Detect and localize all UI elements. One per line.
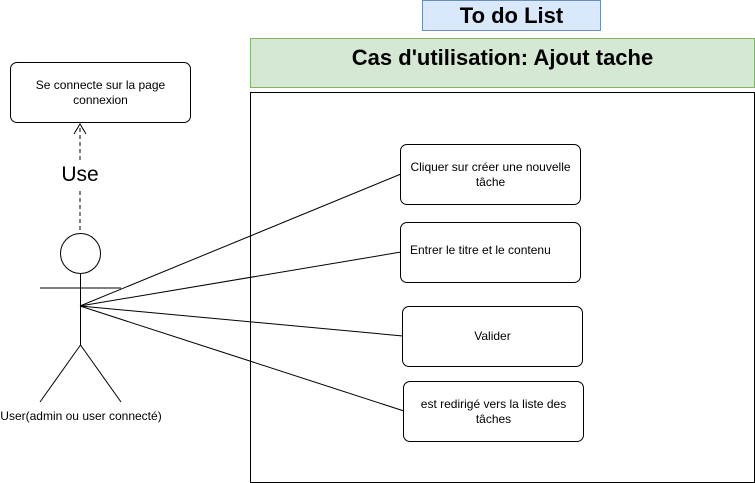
- use-case-redirect-text: est redirigé vers la liste des tâches: [420, 396, 567, 426]
- actor-right-leg: [80, 344, 122, 403]
- association-line-3: [79, 305, 404, 337]
- use-case-login-text: Se connecte sur la page connexion: [35, 77, 166, 107]
- use-relation-label: Use: [55, 162, 105, 188]
- use-case-create-task-text: Cliquer sur créer une nouvelle tâche: [410, 159, 571, 189]
- diagram-title: To do List: [422, 0, 601, 31]
- use-case-login: Se connecte sur la page connexion: [10, 62, 191, 123]
- actor-label-text: User(admin ou user connecté): [0, 409, 162, 423]
- use-case-title-text: Cas d'utilisation: Ajout tache: [351, 45, 654, 70]
- use-case-title: Cas d'utilisation: Ajout tache: [250, 38, 755, 88]
- use-case-enter-title-text: Entrer le titre et le contenu: [410, 243, 551, 257]
- actor-left-leg: [39, 344, 81, 403]
- use-case-validate: Valider: [402, 306, 583, 367]
- use-case-redirect: est redirigé vers la liste des tâches: [403, 381, 584, 442]
- association-line-4: [79, 305, 405, 412]
- association-line-1: [79, 173, 402, 307]
- actor-head: [60, 233, 101, 274]
- use-case-enter-title: Entrer le titre et le contenu: [400, 222, 581, 283]
- use-case-validate-text: Valider: [474, 329, 511, 343]
- use-case-create-task: Cliquer sur créer une nouvelle tâche: [400, 144, 581, 205]
- association-line-2: [79, 251, 402, 307]
- actor-label: User(admin ou user connecté): [0, 407, 162, 425]
- diagram-title-text: To do List: [459, 2, 564, 28]
- actor-figure: [39, 233, 122, 403]
- use-relation-label-text: Use: [61, 163, 99, 186]
- use-dependency-arrowhead: [73, 123, 87, 135]
